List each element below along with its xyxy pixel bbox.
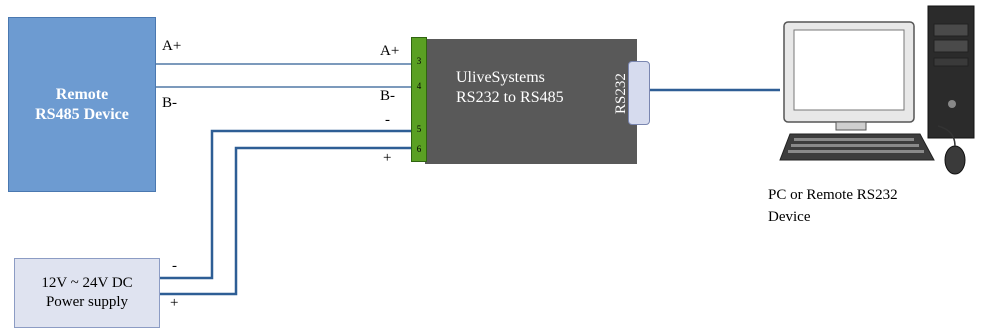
rs232-port-label: RS232	[613, 73, 629, 114]
label-right-a-plus: A+	[380, 43, 400, 59]
pc-caption-line2: Device	[768, 209, 811, 225]
converter-label: UliveSystems RS232 to RS485	[456, 68, 564, 108]
pc-computer-icon	[779, 5, 975, 175]
remote-device-label-line1: Remote	[55, 85, 109, 103]
power-supply-label-line1: 12V ~ 24V DC	[41, 275, 133, 291]
label-right-b-minus: B-	[380, 88, 395, 104]
terminal-pin-5: 5	[416, 124, 422, 134]
pc-caption: PC or Remote RS232 Device	[768, 184, 898, 228]
power-supply: 12V ~ 24V DC Power supply	[14, 258, 160, 328]
remote-rs485-device: Remote RS485 Device	[8, 17, 156, 192]
rs232-port	[628, 61, 650, 125]
converter-box	[425, 39, 637, 164]
pc-caption-line1: PC or Remote RS232	[768, 187, 898, 203]
converter-label-line2: RS232 to RS485	[456, 89, 564, 106]
label-right-plus: +	[383, 150, 392, 166]
wire-power-plus	[160, 146, 412, 296]
converter-label-line1: UliveSystems	[456, 69, 545, 86]
terminal-pin-6: 6	[416, 144, 422, 154]
label-power-plus: +	[170, 295, 179, 311]
label-left-b-minus: B-	[162, 95, 177, 111]
label-left-a-plus: A+	[162, 38, 182, 54]
terminal-pin-3: 3	[416, 56, 422, 66]
terminal-pin-4: 4	[416, 81, 422, 91]
terminal-block: 3 4 5 6	[411, 37, 427, 162]
power-supply-label-line2: Power supply	[45, 294, 129, 310]
label-right-minus: -	[385, 112, 390, 128]
wire-power-minus	[160, 129, 412, 280]
label-power-minus: -	[172, 258, 177, 274]
remote-device-label-line2: RS485 Device	[35, 105, 129, 123]
